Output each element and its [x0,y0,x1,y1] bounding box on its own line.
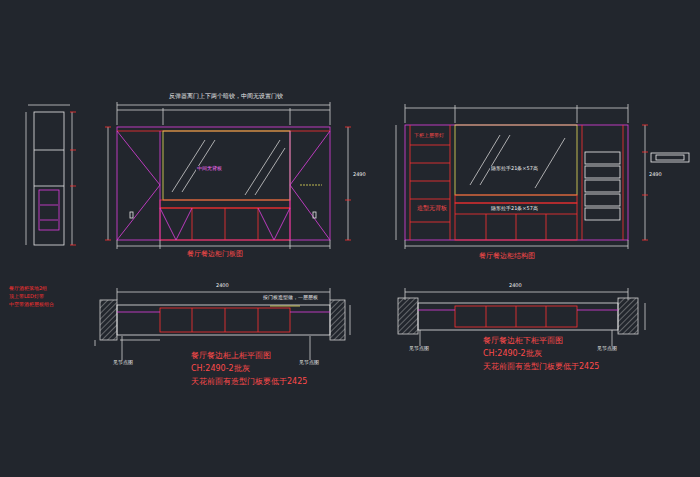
note-text: CH:2490-2批灰 [482,350,543,359]
note-text: 中间无背板 [196,166,223,172]
dimension-text: 2490 [648,172,663,178]
note-text: 餐厅酒柜落地2组 [8,286,48,292]
note-text: 隐形拉手21条×57高 [490,166,539,172]
dimension-text: 2490 [352,172,367,178]
dimension-text: 2400 [215,283,230,289]
callout-text: 见节点图 [408,347,430,352]
dimension-text: 2400 [508,283,523,289]
note-text: 造型无背板 [416,205,448,212]
note-text: 顶上带LED灯带 [8,294,45,300]
drawing-title: 餐厅餐边柜上柜平面图 [190,352,272,361]
note-text: 隐形拉手21条×57高 [490,206,539,212]
note-text: 中空带酒柜层板组合 [8,302,55,308]
note-text: 天花前面有造型门板要低于2425 [482,363,600,372]
note-text: 下柜上层带灯 [413,133,445,139]
note-text: 天花前面有造型门板要低于2425 [190,378,308,387]
note-text: 按门板造型做，一层层板 [262,296,319,301]
note-text: CH:2490-2批灰 [190,365,251,374]
callout-text: 见节点图 [298,361,320,366]
drawing-title: 餐厅餐边柜下柜平面图 [482,337,564,346]
callout-text: 见节点图 [596,347,618,352]
drawing-title: 餐厅餐边柜结构图 [478,253,536,261]
note-text: 反弹器离门上下两个暗铰，中间无设置门铰 [168,93,284,99]
drawing-title: 餐厅餐边柜门板图 [186,251,244,259]
callout-text: 见节点图 [112,361,134,366]
